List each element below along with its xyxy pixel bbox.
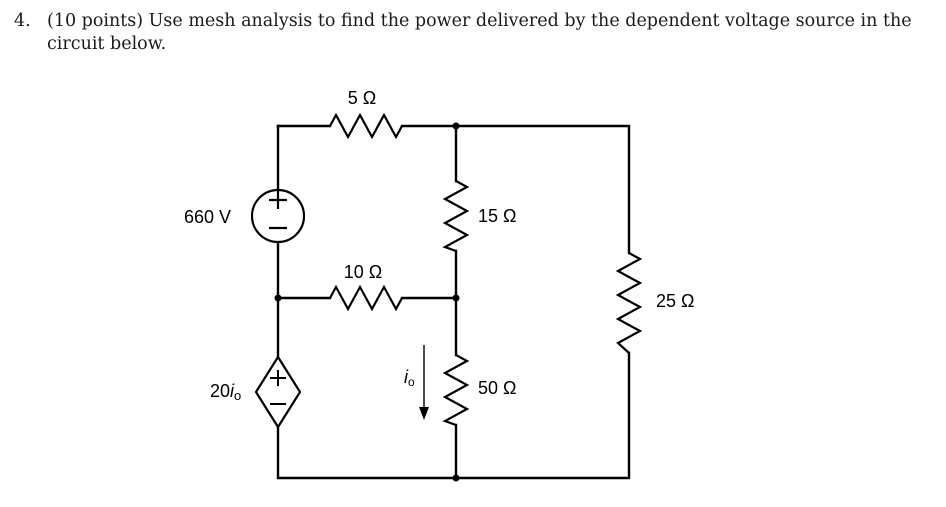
node-dot — [452, 474, 460, 482]
resistor-15-ohm — [442, 180, 470, 253]
node-dot — [452, 122, 460, 130]
resistor-10-ohm-label: 10 Ω — [344, 262, 382, 282]
dependent-source-variable: i — [230, 381, 235, 401]
resistor-10-ohm — [329, 284, 403, 312]
dependent-source-subscript: o — [234, 388, 241, 403]
dependent-voltage-source — [254, 354, 302, 430]
arrow-down-icon — [419, 407, 429, 420]
problem-text: (10 points) Use mesh analysis to find th… — [47, 11, 912, 54]
current-arrow-io — [419, 345, 429, 420]
node-dot — [452, 294, 460, 302]
voltage-source-660v — [250, 188, 306, 244]
problem-number: 4. — [14, 11, 31, 31]
current-variable: i — [404, 367, 409, 387]
wires — [276, 124, 631, 480]
resistor-25-ohm — [615, 252, 643, 354]
resistor-5-ohm-label: 5 Ω — [348, 88, 376, 108]
plus-icon — [269, 191, 287, 209]
problem-statement: 4. (10 points) Use mesh analysis to find… — [14, 10, 929, 56]
plus-icon — [270, 370, 286, 386]
voltage-source-label: 660 V — [184, 207, 231, 227]
resistor-15-ohm-label: 15 Ω — [478, 206, 516, 226]
resistor-50-ohm-label: 50 Ω — [478, 378, 516, 398]
node-dot — [274, 294, 282, 302]
resistor-5-ohm — [329, 112, 403, 140]
resistor-25-ohm-label: 25 Ω — [656, 291, 694, 311]
resistor-50-ohm — [442, 354, 470, 427]
dependent-source-coefficient: 20 — [210, 381, 230, 401]
wire-top-right — [400, 124, 631, 255]
dependent-source-label: 20io — [210, 381, 241, 403]
current-label: io — [404, 367, 415, 389]
current-subscript: o — [408, 375, 415, 389]
